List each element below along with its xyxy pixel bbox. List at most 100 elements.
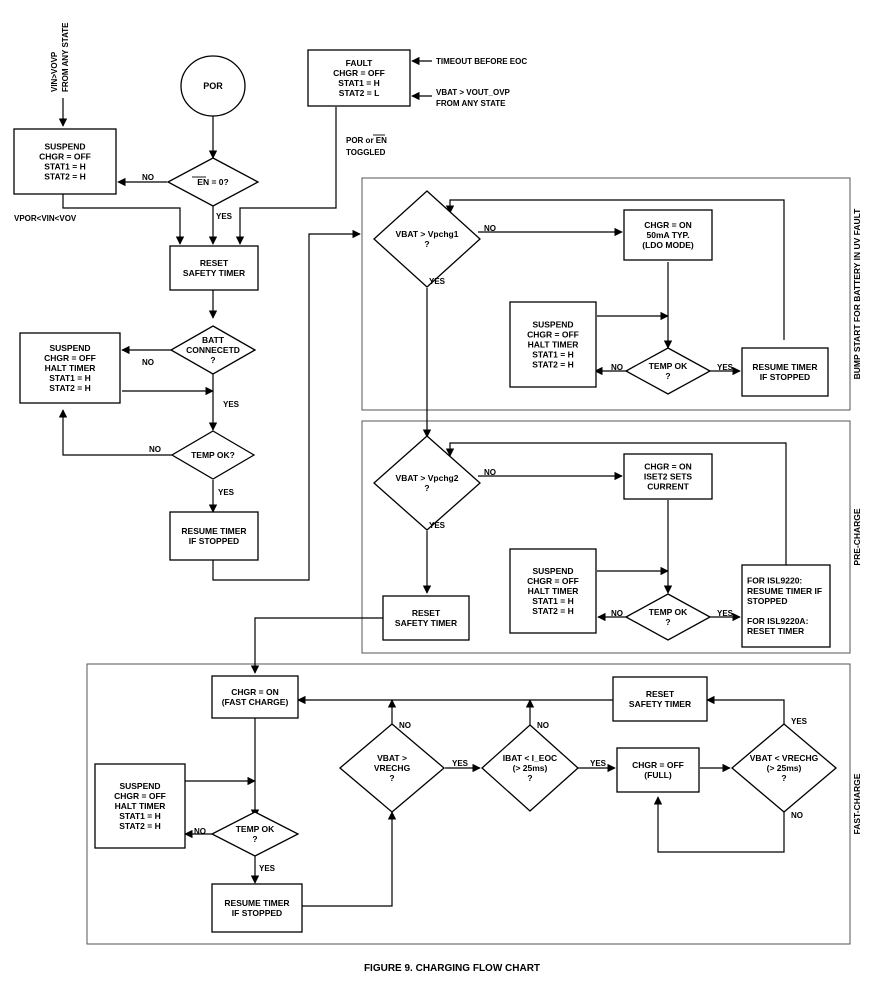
node-reset-timer-1-line-2: SAFETY TIMER	[183, 268, 245, 278]
node-reset-timer-1-shape	[169, 245, 259, 291]
region-pre-charge	[361, 420, 851, 654]
node-resume-3-line-2: IF STOPPED	[232, 908, 282, 918]
node-full: CHGR = OFF(FULL)	[616, 747, 700, 793]
node-temp-ok-3-line-1: TEMP OK	[649, 607, 688, 617]
flow-arrow-3	[62, 194, 185, 245]
node-suspend-halt-4-shape	[94, 763, 186, 849]
region-label-bump-start: BUMP START FOR BATTERY IN UV FAULT	[852, 208, 862, 380]
node-suspend-halt-4-line-4: STAT1 = H	[119, 811, 160, 821]
edge-label-26: TIMEOUT BEFORE EOC	[436, 57, 527, 66]
node-suspend-halt-2-line-1: SUSPEND	[532, 319, 573, 329]
node-suspend-halt-1-line-3: HALT TIMER	[45, 363, 96, 373]
node-ibat-eoc: IBAT < I_EOC(> 25ms)?	[481, 724, 579, 812]
edge-label-28: FROM ANY STATE	[436, 99, 506, 108]
region-bump-start	[361, 177, 851, 411]
edge-label-8: YES	[429, 277, 446, 286]
edge-label-22: YES	[259, 864, 276, 873]
node-vbat-vrechg-shape	[338, 723, 446, 813]
edge-label-9: NO	[611, 363, 623, 372]
node-iset2-line-2: ISET2 SETS	[644, 472, 693, 482]
node-temp-ok-4-line-1: TEMP OK	[236, 824, 275, 834]
region-label-pre-charge: PRE-CHARGE	[852, 508, 862, 565]
node-suspend-halt-3-line-5: STAT2 = H	[532, 606, 573, 616]
node-reset-timer-3-line-1: RESET	[646, 689, 675, 699]
node-temp-ok-4-line-2: ?	[252, 834, 257, 844]
node-temp-ok-4-shape	[210, 811, 300, 857]
node-suspend-halt-3-shape	[509, 548, 597, 634]
edge-label-10: YES	[717, 363, 734, 372]
node-vbat-vrechg-line-2: VRECHG	[374, 763, 411, 773]
vin-ovp-label-2: FROM ANY STATE	[61, 22, 70, 92]
node-suspend-top-line-4: STAT2 = H	[44, 172, 85, 182]
node-fast-charge-line-2: (FAST CHARGE)	[222, 697, 289, 707]
node-fast-charge-line-1: CHGR = ON	[231, 687, 278, 697]
node-resume-2-shape	[741, 347, 829, 397]
node-vbat-pchg2: VBAT > Vpchg2?	[373, 435, 481, 531]
node-ibat-eoc-shape	[481, 724, 579, 812]
node-ibat-eoc-line-3: ?	[527, 773, 532, 783]
node-vbat-vrechg-line-1: VBAT >	[377, 753, 407, 763]
node-vbat-pchg1: VBAT > Vpchg1?	[373, 190, 481, 288]
edge-label-6: YES	[218, 488, 235, 497]
node-iset2-line-3: CURRENT	[647, 482, 689, 492]
flow-arrow-32	[302, 811, 397, 907]
edge-label-21: NO	[194, 827, 206, 836]
node-reset-timer-3-shape	[612, 676, 708, 722]
node-por: POR	[180, 55, 246, 117]
node-vbat-lt-vrechg: VBAT < VRECHG(> 25ms)?	[730, 723, 838, 813]
edge-label-14: YES	[717, 609, 734, 618]
flow-arrow-27	[250, 617, 383, 674]
node-reset-timer-2-line-1: RESET	[412, 608, 441, 618]
node-isl-note-shape	[741, 564, 831, 648]
node-vbat-pchg1-line-1: VBAT > Vpchg1	[396, 229, 459, 239]
node-temp-ok-2: TEMP OK?	[624, 347, 712, 395]
node-isl-note-line-3: STOPPED	[747, 596, 787, 606]
node-suspend-halt-2-line-5: STAT2 = H	[532, 360, 573, 370]
edge-label-17: NO	[537, 721, 549, 730]
node-batt-connected-line-2: CONNECETD	[186, 345, 240, 355]
node-temp-ok-1-line-1: TEMP OK?	[191, 450, 235, 460]
node-iset2-line-1: CHGR = ON	[644, 461, 691, 471]
node-reset-timer-3-line-2: SAFETY TIMER	[629, 699, 691, 709]
region-label-fast-charge: FAST-CHARGE	[852, 773, 862, 834]
edge-label-11: NO	[484, 468, 496, 477]
node-vbat-lt-vrechg-line-2: (> 25ms)	[767, 763, 802, 773]
node-batt-connected-line-1: BATT	[202, 335, 225, 345]
vin-ovp-label-1: VIN>VOVP	[50, 51, 59, 92]
edge-label-18: YES	[590, 759, 607, 768]
node-suspend-halt-1-line-1: SUSPEND	[49, 343, 90, 353]
node-temp-ok-3-shape	[624, 593, 712, 641]
region-fast-charge	[86, 663, 851, 945]
edge-label-3: NO	[142, 358, 154, 367]
node-ibat-eoc-line-2: (> 25ms)	[513, 763, 548, 773]
edge-label-20: NO	[791, 811, 803, 820]
node-fault-shape	[307, 49, 411, 107]
flow-arrow-5	[235, 107, 337, 245]
node-suspend-halt-3-line-2: CHGR = OFF	[527, 576, 579, 586]
node-suspend-halt-2-line-4: STAT1 = H	[532, 350, 573, 360]
node-suspend-halt-4-line-1: SUSPEND	[119, 781, 160, 791]
node-en-check: EN = 0?	[166, 157, 260, 207]
node-resume-2-line-2: IF STOPPED	[760, 372, 810, 382]
node-en-check-shape	[166, 157, 260, 207]
node-suspend-halt-1-line-2: CHGR = OFF	[44, 353, 96, 363]
node-por-shape	[180, 55, 246, 117]
node-fast-charge: CHGR = ON(FAST CHARGE)	[211, 675, 299, 719]
node-iset2-shape	[623, 453, 713, 500]
node-suspend-halt-2-shape	[509, 301, 597, 388]
node-suspend-halt-3-line-3: HALT TIMER	[528, 586, 579, 596]
node-batt-connected-shape	[169, 325, 257, 375]
node-suspend-top-shape	[13, 128, 117, 195]
node-suspend-halt-1-line-5: STAT2 = H	[49, 383, 90, 393]
node-isl-note-line-2: RESUME TIMER IF	[747, 586, 822, 596]
node-isl-note-line-5: FOR ISL9220A:	[747, 616, 809, 626]
